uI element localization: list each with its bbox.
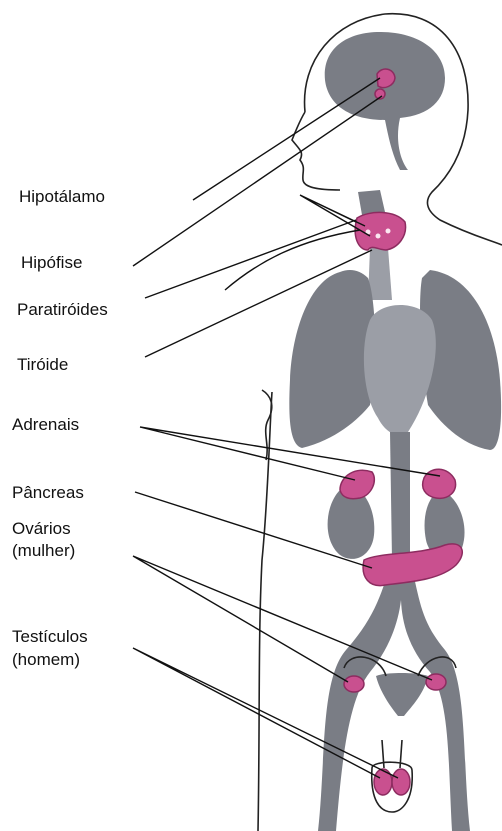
label-tiroide: Tiróide — [17, 354, 68, 375]
trachea — [368, 248, 392, 300]
left-adrenal-gland — [340, 470, 374, 498]
right-ovary — [426, 674, 446, 690]
right-testicle — [392, 769, 410, 795]
left-ovary — [344, 676, 364, 692]
spermatic-cords — [382, 740, 402, 768]
label-testiculos-line2: (homem) — [12, 649, 80, 670]
label-ovarios-line1: Ovários — [12, 518, 71, 539]
great-vessels — [390, 432, 410, 560]
brain — [325, 32, 445, 170]
left-lung — [289, 270, 375, 448]
parathyroid-dot — [376, 234, 381, 239]
label-paratiroides: Paratiróides — [17, 299, 108, 320]
pointer-hipofise — [133, 96, 382, 266]
larynx — [358, 190, 385, 215]
uterus — [376, 673, 428, 716]
heart — [364, 305, 436, 435]
face-outline — [292, 112, 340, 190]
parathyroid-dot — [386, 229, 391, 234]
label-testiculos-line1: Testículos — [12, 626, 88, 647]
left-testicle — [374, 769, 392, 795]
label-pancreas: Pâncreas — [12, 482, 84, 503]
label-adrenais: Adrenais — [12, 414, 79, 435]
label-ovarios-line2: (mulher) — [12, 540, 75, 561]
label-hipofise: Hipófise — [21, 252, 82, 273]
pancreas — [363, 544, 462, 586]
label-hipotalamo: Hipotálamo — [19, 186, 105, 207]
